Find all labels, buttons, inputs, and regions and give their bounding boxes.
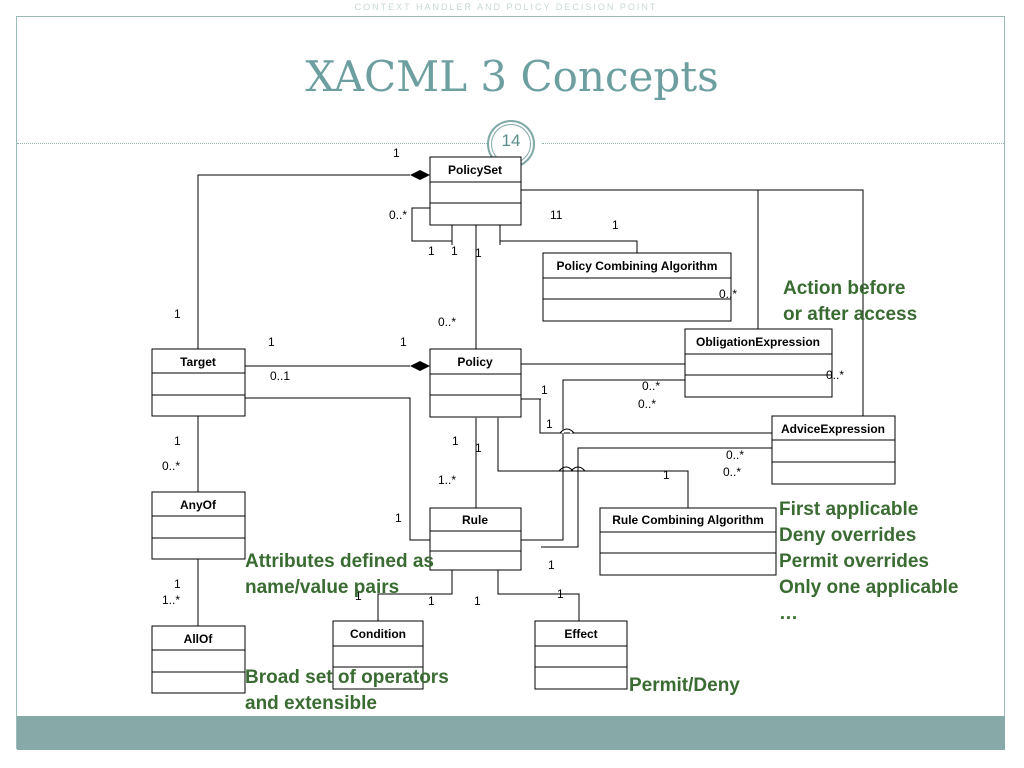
mult-ps-self: 0..* [389, 208, 407, 222]
label-obligation: ObligationExpression [696, 335, 820, 349]
mult-tgt-ps: 1 [174, 307, 181, 321]
label-pca: Policy Combining Algorithm [557, 259, 718, 273]
label-effect: Effect [564, 627, 597, 641]
mult-eff-b: 1 [557, 587, 564, 601]
class-rca [599, 507, 777, 576]
target-rule-link [245, 397, 430, 541]
associations [193, 170, 864, 626]
mult-rule-pol-b: 1 [475, 441, 482, 455]
rca-policy-link [497, 438, 689, 508]
header-text: CONTEXT HANDLER AND POLICY DECISION POIN… [354, 2, 658, 12]
mult-rca: 1 [663, 468, 670, 482]
class-obligation [684, 328, 833, 398]
mult-ps-1c: 1 [475, 246, 482, 260]
mult-obl-a: 0..* [642, 379, 660, 393]
mult-adv-a: 0..* [726, 448, 744, 462]
class-anyof [151, 491, 246, 560]
label-target: Target [180, 355, 216, 369]
mult-pol-0n: 0..* [438, 315, 456, 329]
header-band: CONTEXT HANDLER AND POLICY DECISION POIN… [16, 0, 1006, 16]
class-rule [429, 507, 522, 571]
obligation-rule-link [541, 379, 685, 541]
label-anyof: AnyOf [180, 498, 217, 512]
note-action: Action before or after access [783, 278, 918, 325]
label-rule: Rule [462, 513, 488, 527]
mult-all-1n: 1..* [162, 593, 180, 607]
pca-policyset-link [500, 240, 638, 253]
mult-tgt-any: 1 [174, 434, 181, 448]
mult-ps-1b: 1 [451, 244, 458, 258]
class-labels: PolicySet Policy Combining Algorithm Tar… [180, 163, 885, 646]
mult-pol-right-b: 1 [546, 417, 553, 431]
mult-cond-b: 1 [428, 594, 435, 608]
class-target [151, 348, 246, 417]
mult-rule-right: 1 [548, 558, 555, 572]
class-allof [151, 625, 246, 694]
mult-ps-pca: 1 [612, 218, 619, 232]
mult-any-0n: 0..* [162, 459, 180, 473]
mult-pol-tgt: 1 [400, 335, 407, 349]
condition-rule-link [377, 590, 453, 621]
label-condition: Condition [350, 627, 406, 641]
mult-rule-tgt: 1 [395, 511, 402, 525]
mult-rule-pol: 1 [452, 434, 459, 448]
mult-cond: 1 [355, 589, 362, 603]
mult-pca: 0..* [719, 287, 737, 301]
mult-eff: 1 [474, 594, 481, 608]
label-policyset: PolicySet [448, 163, 502, 177]
class-policy [429, 348, 522, 418]
mult-obl-c: 0..* [826, 368, 844, 382]
class-advice [771, 415, 896, 485]
note-operators: Broad set of operators and extensible [245, 667, 449, 714]
mult-rule-1n: 1..* [438, 473, 456, 487]
note-effect: Permit/Deny [629, 675, 740, 696]
label-rca: Rule Combining Algorithm [612, 513, 764, 527]
mult-obl-b: 0..* [638, 397, 656, 411]
mult-pol-right: 1 [541, 383, 548, 397]
note-combining: First applicable Deny overrides Permit o… [779, 499, 959, 624]
class-pca [542, 252, 732, 322]
title-divider-left [17, 143, 487, 144]
crossing-hop-3 [570, 466, 586, 472]
mult-ps-1a: 1 [428, 244, 435, 258]
mult-any-all: 1 [174, 577, 181, 591]
label-allof: AllOf [184, 632, 214, 646]
class-effect [534, 620, 628, 690]
advice-rule-link [541, 447, 772, 548]
multiplicity-labels: 1 0..* 1 1 1 11 1 0..* 1 1 1 0..1 0..* 1… [162, 146, 844, 608]
mult-ps-11: 11 [550, 208, 563, 222]
mult-adv-b: 0..* [723, 465, 741, 479]
note-attributes: Attributes defined as name/value pairs [245, 551, 434, 598]
class-policyset [429, 156, 522, 226]
mult-tgt-01: 0..1 [270, 369, 290, 383]
footer-band [17, 716, 1005, 750]
class-condition [332, 620, 424, 690]
mult-ps-top: 1 [393, 146, 400, 160]
label-advice: AdviceExpression [781, 422, 885, 436]
target-policyset-link [197, 170, 430, 349]
label-policy: Policy [457, 355, 493, 369]
slide-title: XACML 3 Concepts [305, 52, 719, 101]
effect-rule-link [497, 590, 580, 621]
crossing-hop [559, 428, 575, 434]
page-number: 14 [501, 131, 521, 150]
advice-policyset-link [758, 189, 864, 416]
title-divider-right [542, 143, 1004, 144]
mult-tgt-pol: 1 [268, 335, 275, 349]
classes [151, 156, 896, 694]
